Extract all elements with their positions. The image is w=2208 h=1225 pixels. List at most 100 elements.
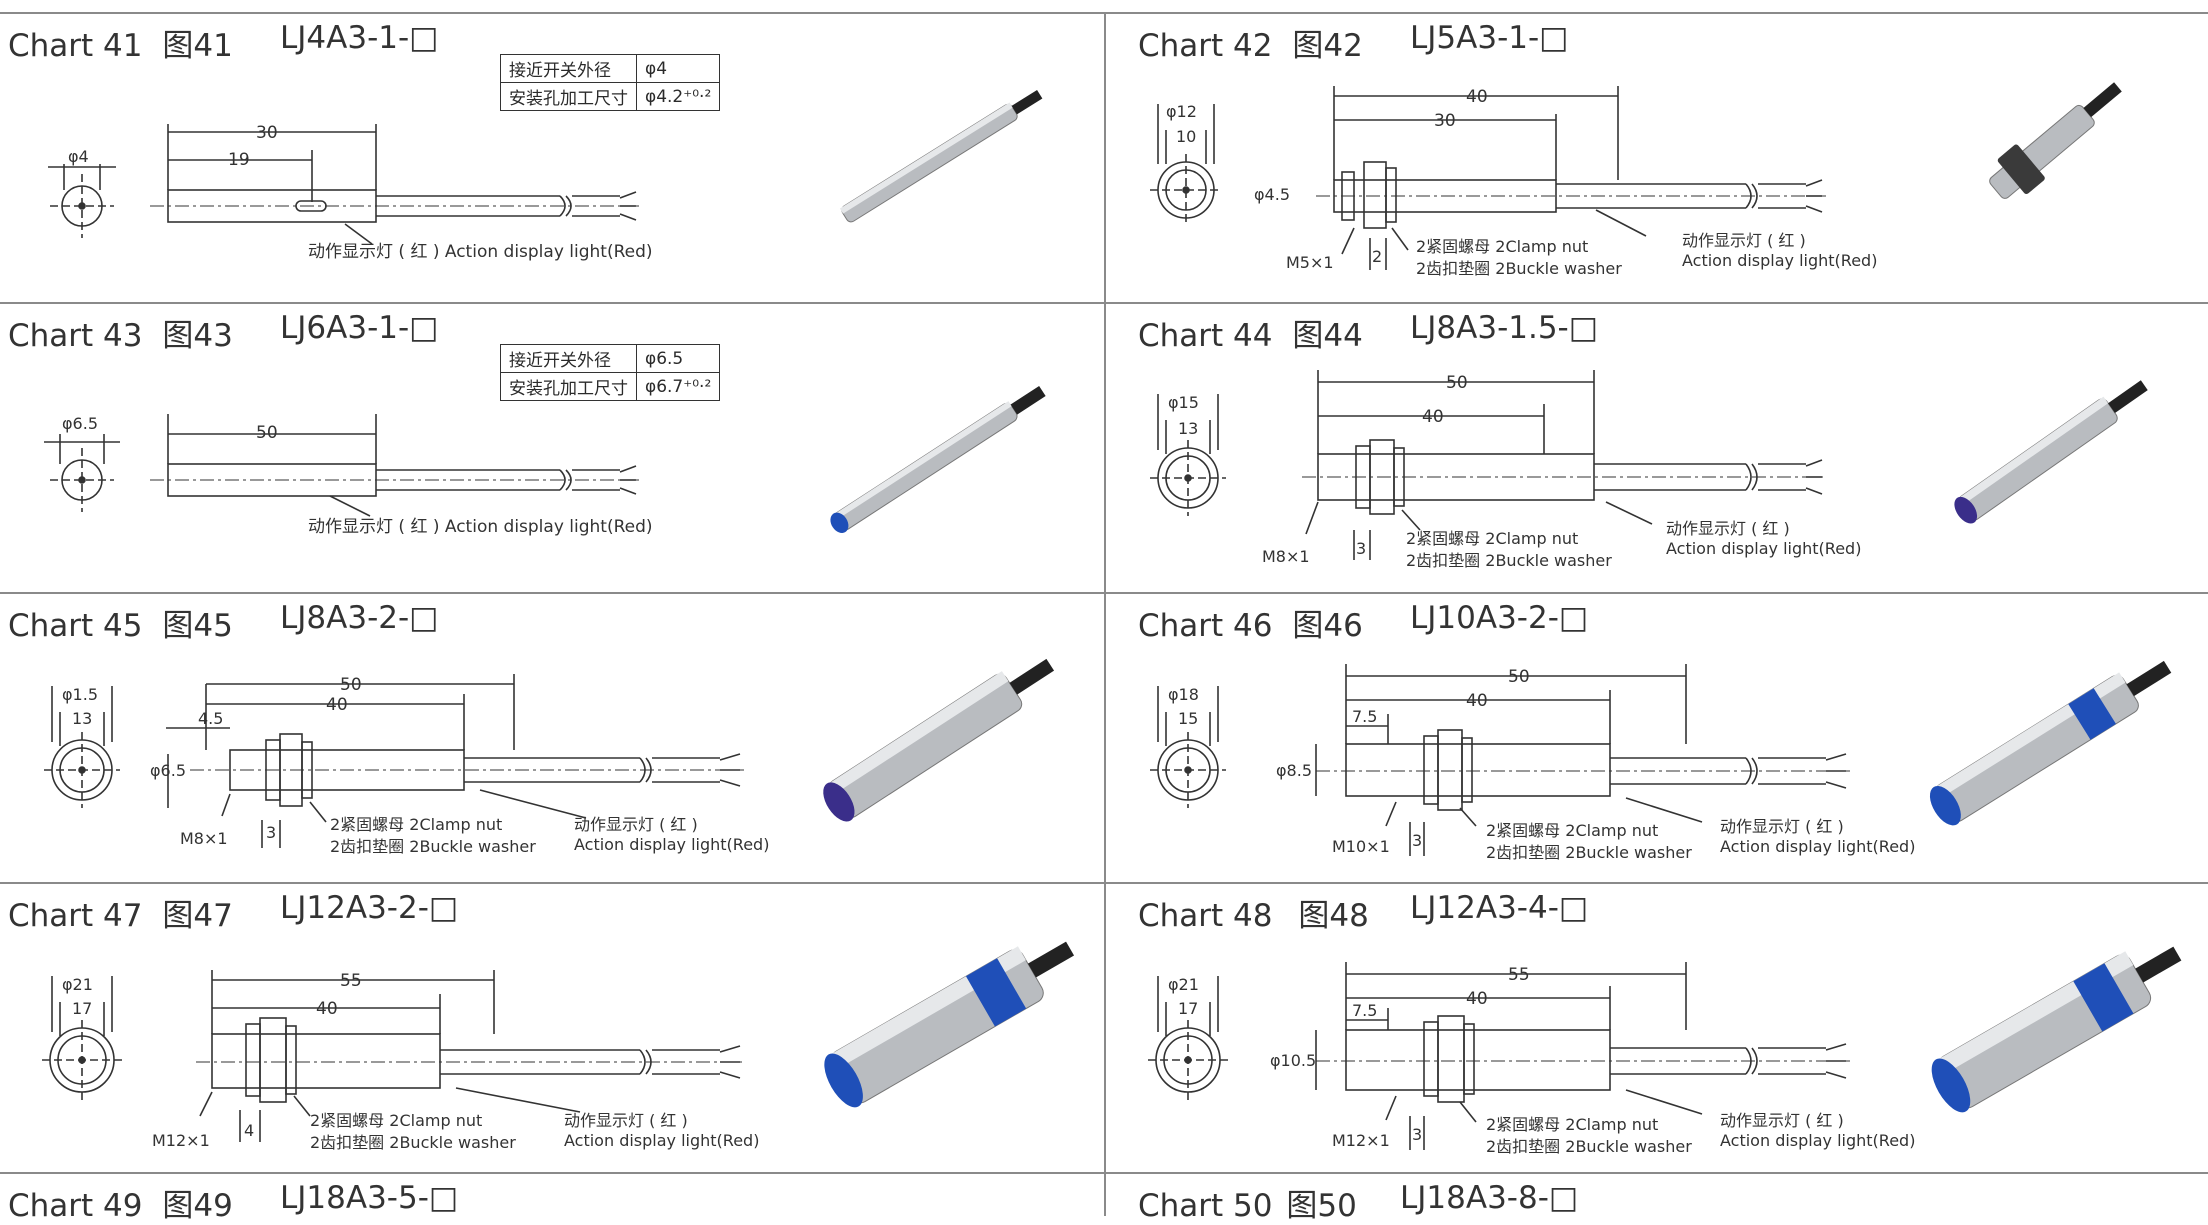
dim-length-thread: 40: [326, 695, 348, 715]
dim-length-total: 50: [256, 423, 278, 443]
clamp-nut-note: 2紧固螺母 2Clamp nut: [1486, 821, 1658, 840]
thread-spec: M12×1: [1332, 1131, 1390, 1150]
dim-inner: 13: [72, 709, 92, 728]
drawing-46: 50 40 7.5 φ18 15 φ8.5 M10×1 3 2紧固螺母 2Cla…: [1150, 660, 2172, 862]
panel-header: Chart 46 图46 LJ10A3-2-□: [1138, 600, 1588, 645]
led-note-en: Action display light(Red): [1720, 1131, 1915, 1150]
panel-header-49: Chart 49 图49 LJ18A3-5-□: [8, 1180, 458, 1225]
washer-note: 2齿扣垫圈 2Buckle washer: [1486, 1137, 1692, 1156]
panel-chart-44: Chart 44 图44 LJ8A3-1.5-□ 50 40 φ15 13 M8…: [1106, 304, 2208, 594]
dim-length-total: 50: [1508, 667, 1530, 687]
product-photo-48: [1931, 946, 2182, 1113]
led-note-cn: 动作显示灯 ( 红 ): [1720, 1111, 1844, 1130]
product-photo-41: [839, 90, 1043, 223]
chart-number: Chart 41: [8, 28, 143, 64]
dim-length-thread: 40: [316, 999, 338, 1019]
chart-number: Chart 47: [8, 898, 143, 934]
chart-number-cn: 图44: [1292, 318, 1363, 354]
led-note: 动作显示灯 ( 红 ) Action display light(Red): [308, 242, 653, 262]
thread-spec: M10×1: [1332, 837, 1390, 856]
dim-outer: φ15: [1168, 393, 1199, 412]
panel-chart-42: Chart 42 图42 LJ5A3-1-□ 40 30 φ12 10 φ4.5…: [1106, 14, 2208, 304]
panel-header: Chart 44 图44 LJ8A3-1.5-□: [1138, 310, 1598, 355]
led-note-en: Action display light(Red): [1720, 837, 1915, 856]
spec-value: φ6.7⁺⁰·²: [635, 372, 721, 401]
chart-number: Chart 44: [1138, 318, 1273, 354]
led-note-cn: 动作显示灯 ( 红 ): [1682, 231, 1806, 250]
chart-number-cn: 图46: [1292, 608, 1363, 644]
panel-header-50: Chart 50 图50 LJ18A3-8-□: [1138, 1180, 1578, 1225]
dim-length-total: 55: [1508, 965, 1530, 985]
model-number: LJ6A3-1-□: [280, 310, 439, 346]
model-number: LJ8A3-1.5-□: [1410, 310, 1599, 346]
chart-number-cn: 图45: [162, 608, 233, 644]
chart-number-cn: 图42: [1292, 28, 1363, 64]
dim-length-total: 30: [256, 123, 278, 143]
chart-number-cn: 图48: [1298, 898, 1369, 934]
nut-width: 3: [1412, 1125, 1422, 1144]
model-number: LJ8A3-2-□: [280, 600, 439, 636]
model-number: LJ10A3-2-□: [1410, 600, 1589, 636]
dim-outer: φ21: [1168, 975, 1199, 994]
chart-number-cn: 图49: [162, 1188, 233, 1224]
clamp-nut-note: 2紧固螺母 2Clamp nut: [330, 815, 502, 834]
drawing-43: 50 φ6.5 动作显示灯 ( 红 ) Action display light…: [44, 385, 1046, 537]
led-note-en: Action display light(Red): [1666, 539, 1861, 558]
led-note-cn: 动作显示灯 ( 红 ): [1720, 817, 1844, 836]
panel-header: Chart 48 图48 LJ12A3-4-□: [1138, 890, 1588, 935]
dim-face: φ6.5: [150, 761, 186, 780]
dim-outer: φ18: [1168, 685, 1199, 704]
model-number: LJ4A3-1-□: [280, 20, 439, 56]
dim-diameter: φ4: [68, 147, 89, 166]
washer-note: 2齿扣垫圈 2Buckle washer: [1416, 259, 1622, 278]
panel-chart-46: Chart 46 图46 LJ10A3-2-□ 50 40 7.5 φ18: [1106, 594, 2208, 884]
dim-outer: φ21: [62, 975, 93, 994]
drawing-45: 50 40 4.5 φ1.5 13 φ6.5 M8×1 3 2紧固螺母 2Cla…: [44, 658, 1055, 856]
drawing-41: 30 19 φ4 动作显示灯 ( 红 ) Action display ligh…: [48, 90, 1043, 262]
dim-inner: 15: [1178, 709, 1198, 728]
model-number: LJ12A3-2-□: [280, 890, 459, 926]
panel-header: Chart 43 图43 LJ6A3-1-□: [8, 310, 438, 355]
led-note-cn: 动作显示灯 ( 红 ): [574, 815, 698, 834]
dim-length-thread: 40: [1466, 691, 1488, 711]
dim-outer: φ12: [1166, 102, 1197, 121]
nut-width: 3: [266, 823, 276, 842]
chart-number-cn: 图43: [162, 318, 233, 354]
spec-label: 安装孔加工尺寸: [500, 82, 637, 111]
spec-value: φ6.5: [635, 344, 721, 373]
thread-spec: M8×1: [180, 829, 228, 848]
dim-length-sensing: 19: [228, 150, 250, 170]
spec-value: φ4.2⁺⁰·²: [635, 82, 721, 111]
clamp-nut-note: 2紧固螺母 2Clamp nut: [1416, 237, 1588, 256]
dim-front: 4.5: [198, 709, 223, 728]
panel-chart-47: Chart 47 图47 LJ12A3-2-□ 55 40 φ21 17 M12…: [0, 884, 1104, 1174]
led-note-cn: 动作显示灯 ( 红 ): [564, 1111, 688, 1130]
chart-number: Chart 42: [1138, 28, 1273, 64]
chart-number: Chart 43: [8, 318, 143, 354]
chart-number-cn: 图47: [162, 898, 233, 934]
clamp-nut-note: 2紧固螺母 2Clamp nut: [310, 1111, 482, 1130]
drawing-48: 55 40 7.5 φ21 17 φ10.5 M12×1 3 2紧固螺母 2Cl…: [1148, 946, 2182, 1156]
washer-note: 2齿扣垫圈 2Buckle washer: [1486, 843, 1692, 862]
panel-chart-45: Chart 45 图45 LJ8A3-2-□ 50 40 4.5 φ1.5 13: [0, 594, 1104, 884]
product-photo-46: [1929, 660, 2172, 826]
dim-inner: 13: [1178, 419, 1198, 438]
dim-length-thread: 30: [1434, 111, 1456, 131]
spec-value: φ4: [635, 54, 721, 83]
drawing-42: 40 30 φ12 10 φ4.5 M5×1 2 2紧固螺母 2Clamp nu…: [1150, 82, 2122, 278]
dim-length-total: 50: [340, 675, 362, 695]
dim-face: φ10.5: [1270, 1051, 1316, 1070]
dim-length-thread: 40: [1466, 989, 1488, 1009]
model-number: LJ18A3-5-□: [280, 1180, 459, 1216]
nut-width: 4: [244, 1121, 254, 1140]
clamp-nut-note: 2紧固螺母 2Clamp nut: [1406, 529, 1578, 548]
chart-number: Chart 46: [1138, 608, 1273, 644]
clamp-nut-note: 2紧固螺母 2Clamp nut: [1486, 1115, 1658, 1134]
spec-label: 安装孔加工尺寸: [500, 372, 637, 401]
panel-header: Chart 42 图42 LJ5A3-1-□: [1138, 20, 1568, 65]
dim-length-total: 40: [1466, 87, 1488, 107]
column-divider: [1104, 12, 1106, 1216]
